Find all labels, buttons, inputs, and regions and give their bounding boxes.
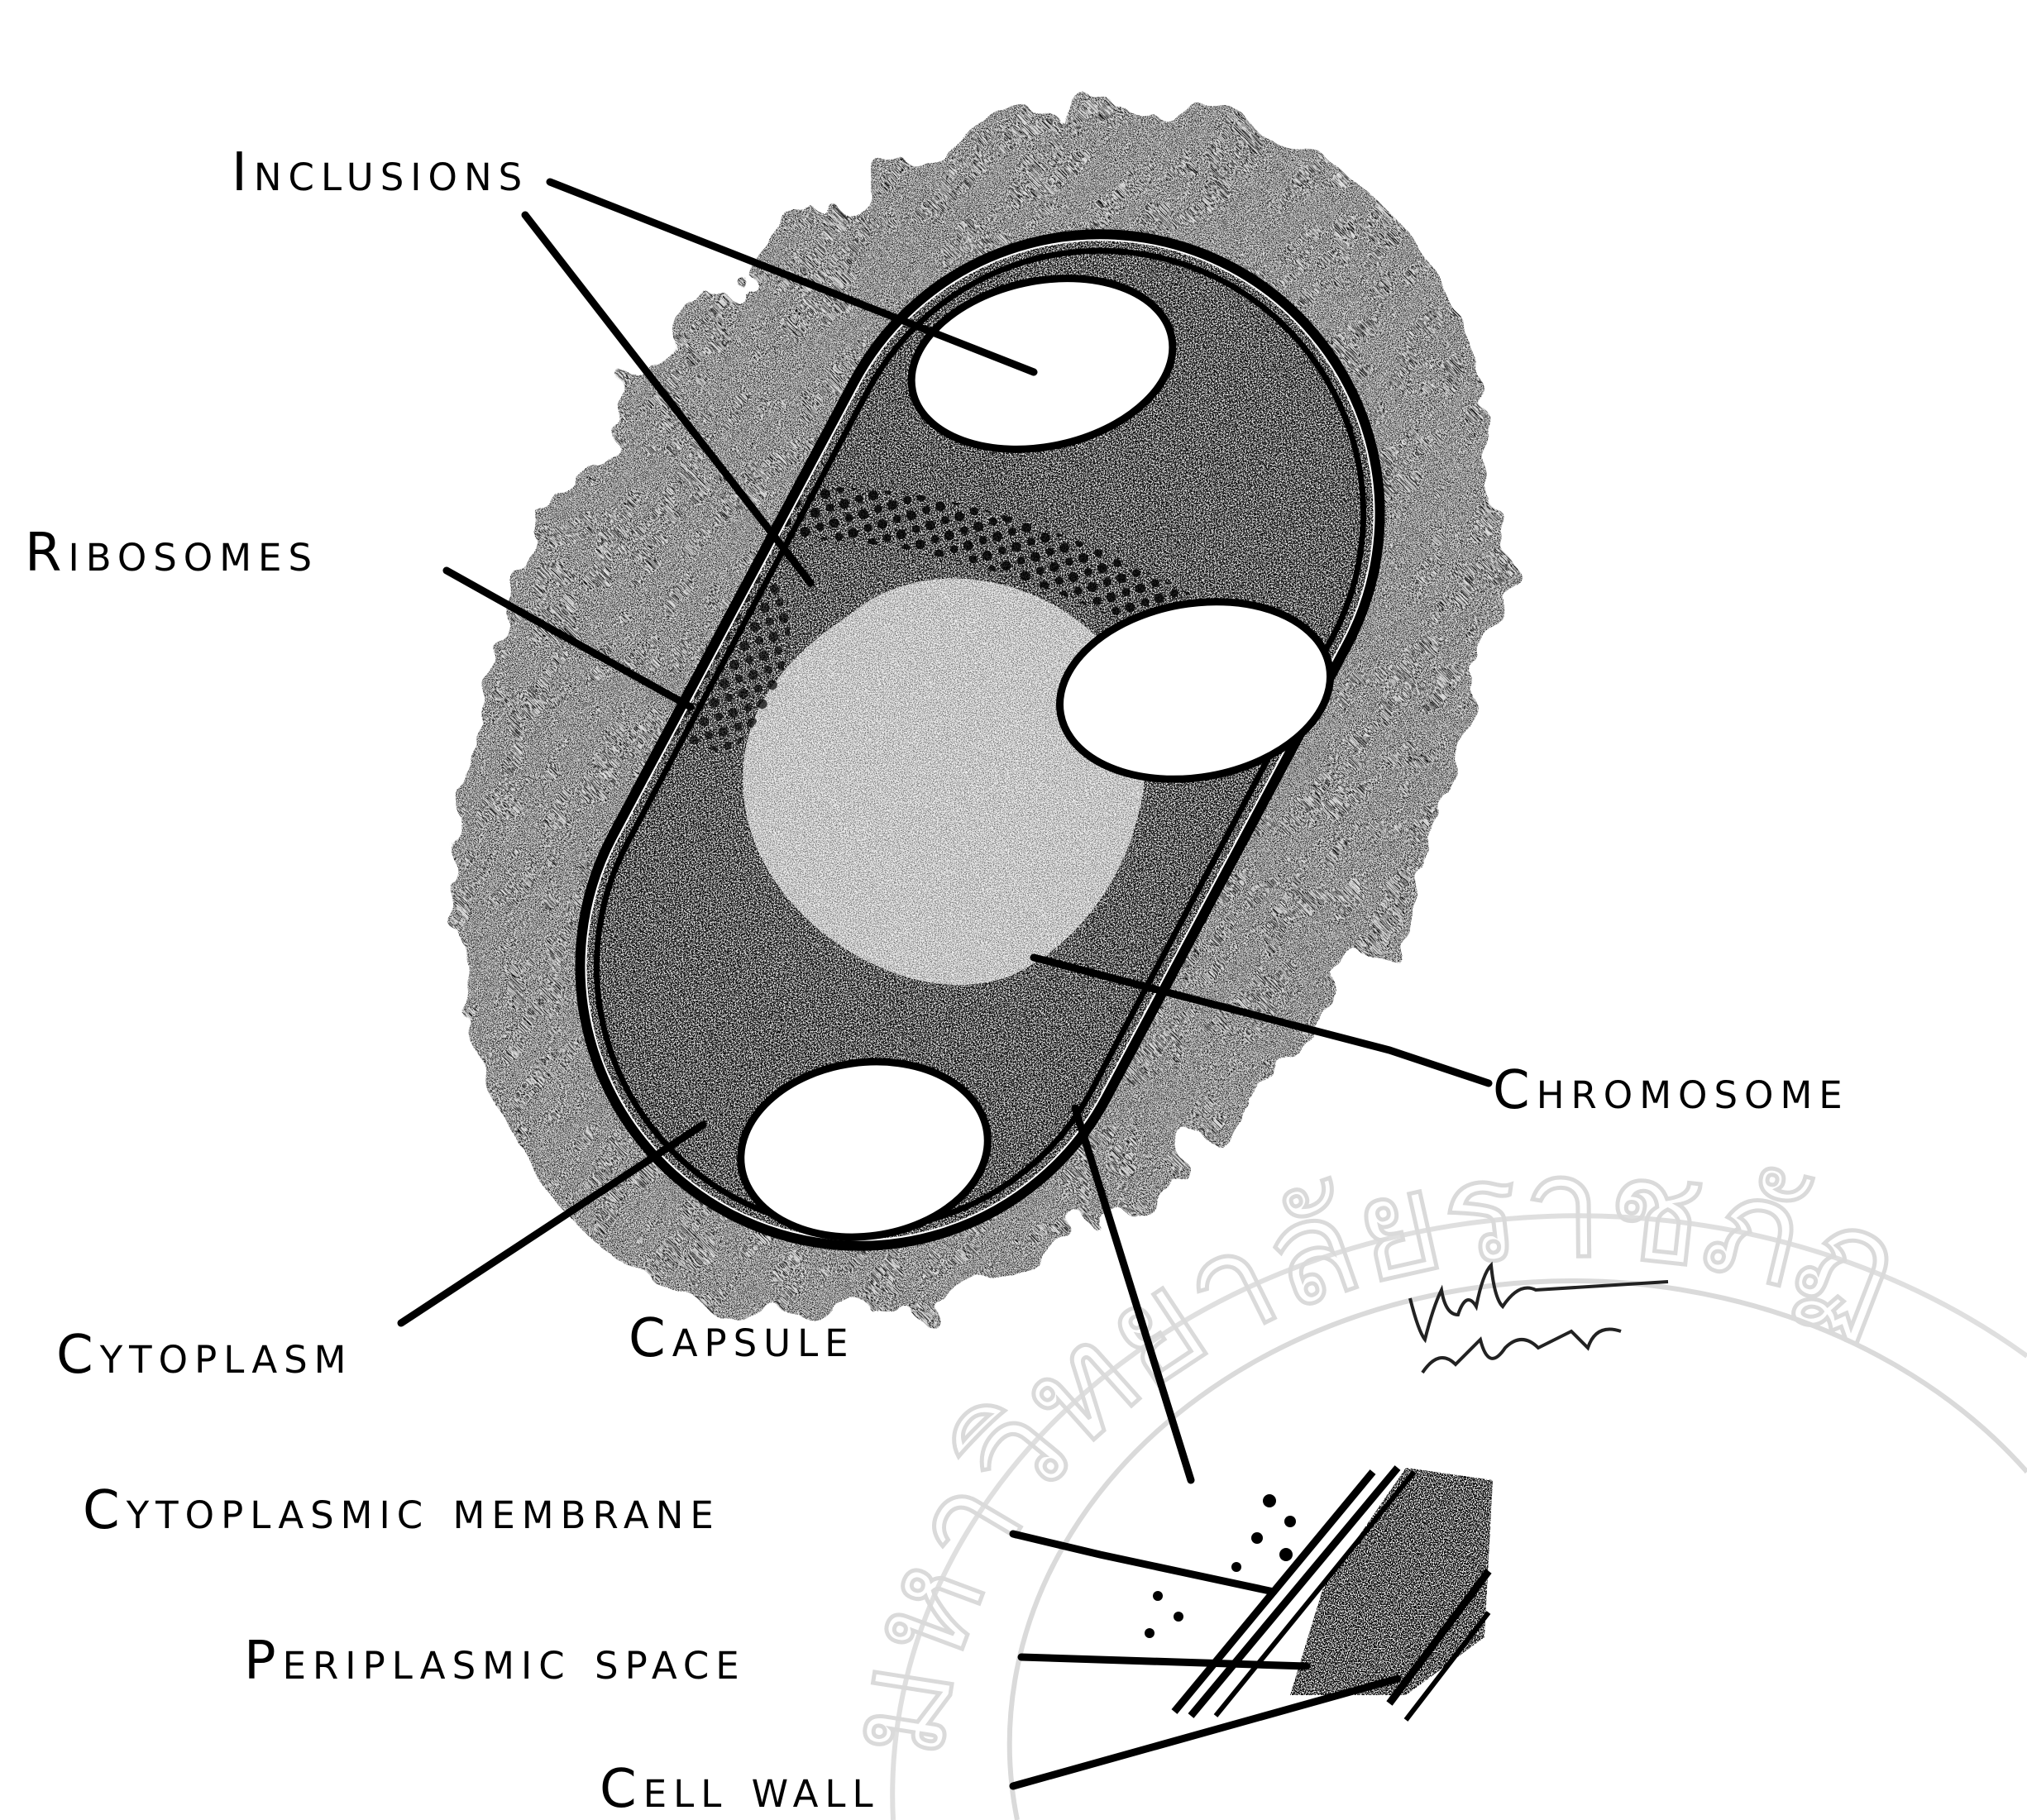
label-capsule: Capsule [629,1308,855,1369]
cell-envelope-inset [1145,1464,1493,1720]
label-ribosomes: Ribosomes [25,523,318,584]
label-inclusions: Inclusions [232,142,528,203]
label-chromosome: Chromosome [1493,1060,1849,1121]
label-cytoplasm: Cytoplasm [56,1325,353,1386]
label-cell-wall: Cell wall [600,1759,880,1820]
label-periplasmic-space: Periplasmic space [244,1631,746,1692]
label-cytoplasmic-membrane: Cytoplasmic membrane [83,1480,720,1541]
